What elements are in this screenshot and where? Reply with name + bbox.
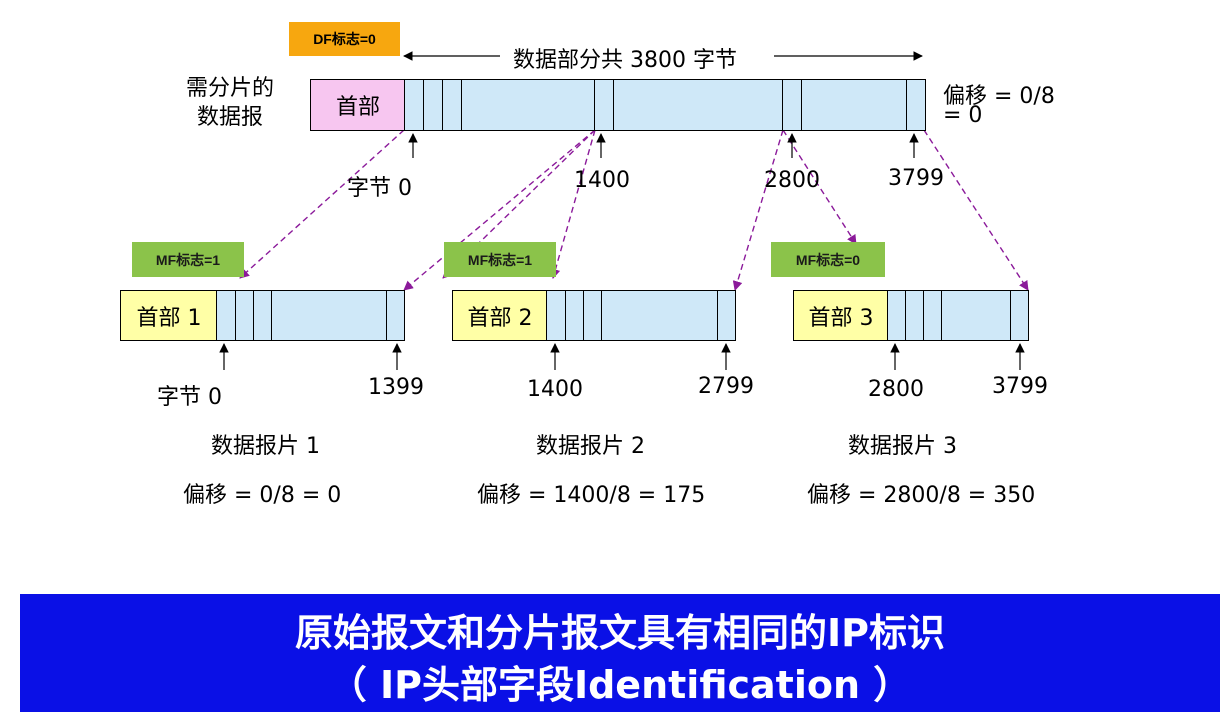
fragment-1-end: 1399 [368, 375, 424, 400]
main-offset-line2: = 0 [943, 103, 983, 128]
main-data-cell [404, 79, 926, 131]
map-line-3b [923, 129, 1029, 291]
fragment-2-data [546, 290, 736, 341]
fragment-3-name: 数据报片 3 [848, 434, 957, 459]
fragment-1-name: 数据报片 1 [211, 434, 320, 459]
fragment-3-data [887, 290, 1029, 341]
fragment-1-offset: 偏移 = 0/8 = 0 [183, 483, 342, 508]
map-line-3a [782, 129, 857, 245]
fragment-1-start: 字节 0 [157, 385, 222, 410]
mf-flag-tag-2: MF标志=1 [444, 242, 556, 277]
map-line-1a [239, 129, 405, 279]
df-flag-tag: DF标志=0 [289, 22, 400, 56]
banner-line-1: 原始报文和分片报文具有相同的IP标识 [295, 611, 945, 655]
fragment-1-data [216, 290, 405, 341]
main-byte-label-0: 字节 0 [347, 176, 412, 201]
fragment-2-end: 2799 [698, 374, 754, 399]
main-offset-line1: 偏移 = 0/8 [943, 84, 1055, 109]
fragment-3-end: 3799 [992, 374, 1048, 399]
main-header-cell: 首部 [310, 79, 406, 131]
fragment-3-header: 首部 3 [793, 290, 889, 341]
fragment-1-header: 首部 1 [120, 290, 218, 341]
map-line-2c [732, 129, 784, 291]
main-byte-label-3799: 3799 [888, 166, 944, 191]
main-divider [906, 79, 926, 131]
data-span-label: 数据部分共 3800 字节 [513, 48, 737, 73]
fragment-divider [923, 290, 942, 341]
fragment-divider [583, 290, 602, 341]
fragment-2-name: 数据报片 2 [536, 434, 645, 459]
main-byte-label-1400: 1400 [574, 168, 630, 193]
datagram-label-line1: 需分片的 [186, 76, 275, 101]
fragment-divider [235, 290, 254, 341]
main-divider [423, 79, 443, 131]
datagram-label-line2: 数据报 [197, 105, 264, 130]
banner-line-2: （ IP头部字段Identification ） [328, 663, 912, 707]
map-line-2a [442, 129, 596, 279]
fragment-divider [1010, 290, 1029, 341]
main-divider [594, 79, 614, 131]
fragment-3-offset: 偏移 = 2800/8 = 350 [807, 483, 1036, 508]
fragment-2-header: 首部 2 [452, 290, 548, 341]
fragment-divider [253, 290, 272, 341]
main-divider [442, 79, 462, 131]
fragment-divider [717, 290, 736, 341]
map-line-2b [550, 129, 596, 279]
mf-flag-tag-3: MF标志=0 [771, 242, 885, 277]
main-byte-label-2800: 2800 [764, 168, 820, 193]
fragment-3-start: 2800 [868, 377, 924, 402]
map-line-1b [403, 129, 596, 291]
fragment-2-offset: 偏移 = 1400/8 = 175 [477, 483, 706, 508]
mf-flag-tag-1: MF标志=1 [132, 242, 244, 277]
fragment-2-start: 1400 [527, 377, 583, 402]
main-divider [782, 79, 802, 131]
fragment-divider [905, 290, 924, 341]
fragment-divider [386, 290, 405, 341]
identification-banner: 原始报文和分片报文具有相同的IP标识 （ IP头部字段Identificatio… [20, 594, 1220, 712]
fragment-divider [565, 290, 584, 341]
